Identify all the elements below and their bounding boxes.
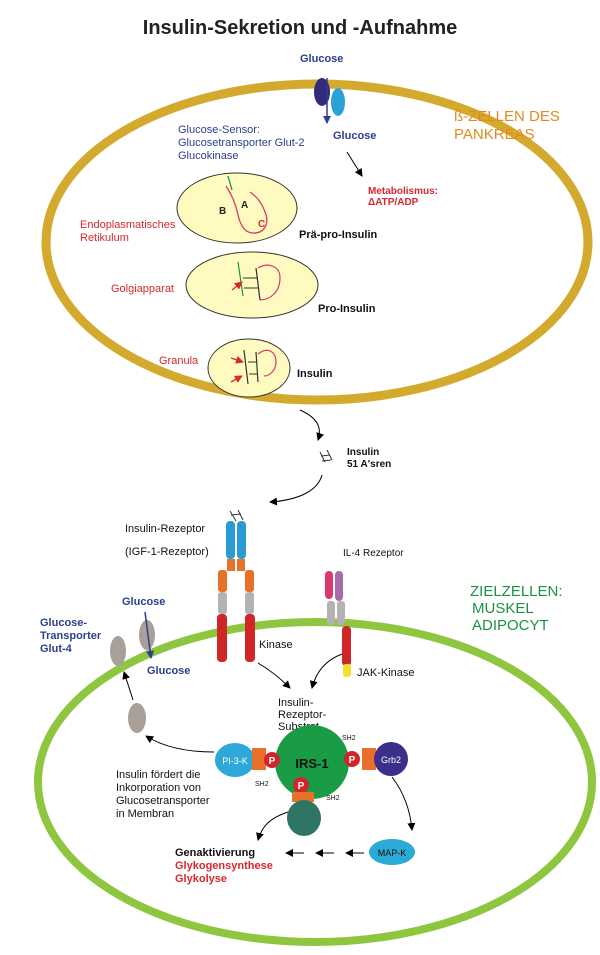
sh2-domain-bottom <box>292 792 314 802</box>
sh2-domain-left <box>252 748 266 770</box>
er-label-1: Endoplasmatisches <box>80 219 176 231</box>
kinase-arrow <box>257 662 291 689</box>
insulin-molecule-icon <box>319 449 333 463</box>
phosphate-icon: P <box>264 752 280 768</box>
incorporation-label-2: Inkorporation von <box>116 782 201 794</box>
golgi-organelle <box>185 251 319 319</box>
glut4-transporter-icon <box>110 611 155 666</box>
grb2-to-mapk-arrow <box>391 776 416 831</box>
er-organelle <box>176 172 298 244</box>
svg-text:P: P <box>298 781 305 792</box>
glucose-transporter-icon <box>314 78 345 124</box>
target-glucose-outside-label: Glucose <box>122 596 165 608</box>
beta-cell-label-2: PANKREAS <box>454 126 535 143</box>
insulin-receptor <box>217 509 255 662</box>
phosphate-icon-bottom: P <box>293 777 309 793</box>
insulin-granule-molecule-icon <box>230 349 277 385</box>
granula-organelle <box>207 338 291 398</box>
er-label-2: Retikulum <box>80 232 129 244</box>
grb2-protein <box>374 742 408 776</box>
metabolism-label-1: Metabolismus: <box>368 186 438 197</box>
chain-a-label: A <box>241 200 248 211</box>
svg-text:P: P <box>349 755 356 766</box>
sh2-bottom-label: SH2 <box>326 795 340 802</box>
secreted-insulin-label-2: 51 A'sren <box>347 459 391 470</box>
teal-to-gene-arrow <box>256 811 289 841</box>
beta-cell-label: ß-ZELLEN DES <box>454 108 560 125</box>
sh2-domain-right <box>362 748 376 770</box>
secreted-insulin-label-1: Insulin <box>347 447 379 458</box>
igf-receptor-label: (IGF-1-Rezeptor) <box>125 546 209 558</box>
mapk-protein <box>369 839 415 865</box>
glycogen-synthesis-label: Glykogensynthese <box>175 860 273 872</box>
jak-kinase-label: JAK-Kinase <box>357 667 414 679</box>
target-cell-label-1: ZIELZELLEN: <box>470 583 563 600</box>
pro-insulin-label: Pro-Insulin <box>318 303 376 315</box>
incorporation-label-4: in Membran <box>116 808 174 820</box>
substrate-label-2: Rezeptor- <box>278 709 327 721</box>
granula-label: Granula <box>159 355 199 367</box>
glut4-label-3: Glut-4 <box>40 643 73 655</box>
transporter-vesicle <box>128 703 146 733</box>
page-title: Insulin-Sekretion und -Aufnahme <box>143 17 457 39</box>
incorporation-label-3: Glucosetransporter <box>116 795 210 807</box>
sh2-left-label: SH2 <box>255 781 269 788</box>
target-cell-label-3: ADIPOCYT <box>472 617 549 634</box>
sh2-right-label: SH2 <box>342 735 356 742</box>
glucose-outside-label: Glucose <box>300 53 343 65</box>
pro-insulin-molecule-icon <box>231 261 281 301</box>
target-cell-membrane <box>34 618 596 946</box>
incorporation-label-1: Insulin fördert die <box>116 769 200 781</box>
substrate-label-1: Insulin- <box>278 697 314 709</box>
sensor-label-1: Glucose-Sensor: <box>178 124 260 136</box>
target-cell-label-2: MUSKEL <box>472 600 534 617</box>
metabolism-label-2: ΔATP/ADP <box>368 197 419 208</box>
phosphate-icon-right: P <box>344 751 360 767</box>
jak-arrow <box>309 653 343 689</box>
pre-pro-insulin-molecule-icon <box>225 175 268 234</box>
insulin-label: Insulin <box>297 368 333 380</box>
il4-receptor <box>325 571 351 677</box>
irs1-protein <box>275 725 349 799</box>
gene-activation-label: Genaktivierung <box>175 847 255 859</box>
vesicle-to-membrane-arrow <box>122 671 134 701</box>
kinase-label: Kinase <box>259 639 293 651</box>
glycolysis-label: Glykolyse <box>175 873 227 885</box>
glut4-label-2: Transporter <box>40 630 102 642</box>
insulin-to-receptor-arrow <box>269 474 323 506</box>
mapk-label: MAP-K <box>378 848 407 858</box>
il4-receptor-label: IL-4 Rezeptor <box>343 548 404 559</box>
sensor-label-3: Glucokinase <box>178 150 239 162</box>
chain-c-label: C <box>258 219 265 230</box>
sensor-label-2: Glucosetransporter Glut-2 <box>178 137 305 149</box>
pre-pro-insulin-label: Prä-pro-Insulin <box>299 229 378 241</box>
pi3k-label: PI-3-K <box>222 756 248 766</box>
glut4-label-1: Glucose- <box>40 617 87 629</box>
secretion-arrow <box>299 409 325 441</box>
grb2-label: Grb2 <box>381 755 401 765</box>
target-glucose-inside-label: Glucose <box>147 665 190 677</box>
svg-text:P: P <box>269 756 276 767</box>
golgi-label: Golgiapparat <box>111 283 174 295</box>
insulin-receptor-label: Insulin-Rezeptor <box>125 523 205 535</box>
chain-b-label: B <box>219 206 226 217</box>
pi3k-protein <box>215 743 255 777</box>
metabolism-arrow <box>346 151 363 177</box>
teal-protein <box>287 800 321 836</box>
glucose-inside-label: Glucose <box>333 130 376 142</box>
pi3k-to-vesicle-arrow <box>145 735 215 753</box>
irs1-label: IRS-1 <box>295 756 328 771</box>
